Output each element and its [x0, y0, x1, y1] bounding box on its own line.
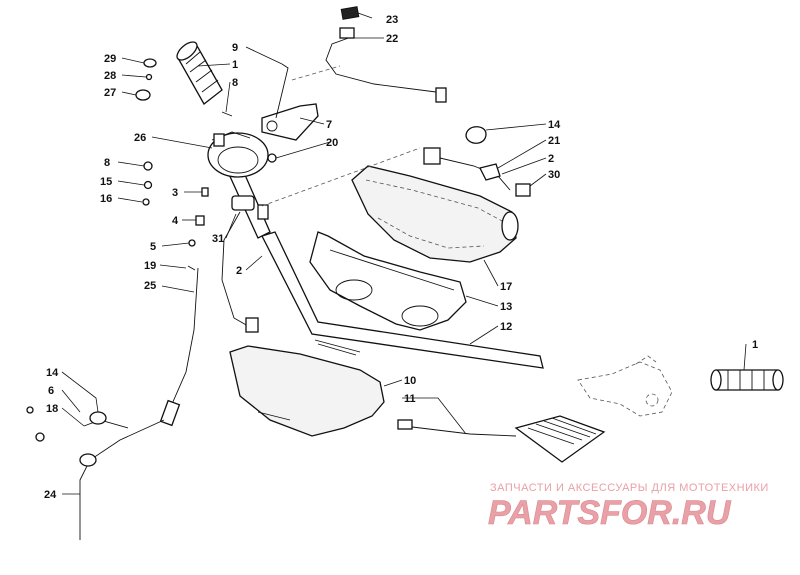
leader-lines: [61, 12, 747, 495]
callout-24: 24: [44, 489, 57, 501]
hand-warmer-shield: [229, 345, 385, 437]
callout-26: 26: [134, 132, 146, 144]
callout-labels: 23 22 9 1 8 29 28 27 26 7 20 8 15 16 3 4…: [44, 14, 758, 501]
clip-upper: [465, 126, 487, 144]
watermark-logo: PARTSFOR.RU: [488, 494, 732, 532]
small-hardware: [26, 58, 289, 442]
callout-10: 10: [404, 375, 416, 387]
callout-8-upper: 8: [232, 77, 238, 89]
handlebar-pad: [351, 165, 519, 263]
wire-harness: [291, 27, 447, 103]
watermark-logo-text: PARTSFOR.RU: [488, 494, 732, 532]
watermark-subtitle: ЗАПЧАСТИ И АКСЕССУАРЫ ДЛЯ МОТОТЕХНИКИ: [490, 482, 769, 494]
callout-20: 20: [326, 137, 338, 149]
throttle-lever: [261, 103, 319, 141]
callout-9: 9: [232, 42, 238, 54]
handlebar-cover: [309, 231, 467, 331]
right-switch-housing-phantom: [577, 355, 673, 417]
callout-23: 23: [386, 14, 398, 26]
callout-12: 12: [500, 321, 512, 333]
callout-1-right: 1: [752, 339, 758, 351]
left-grip: [176, 41, 223, 105]
riser-mount: [227, 167, 271, 239]
callout-21: 21: [548, 135, 560, 147]
callout-28: 28: [104, 70, 116, 82]
callout-27: 27: [104, 87, 116, 99]
callout-13: 13: [500, 301, 512, 313]
callout-3: 3: [172, 187, 178, 199]
callout-16: 16: [100, 193, 112, 205]
callout-14-upper: 14: [548, 119, 561, 131]
callout-17: 17: [500, 281, 512, 293]
plug-cap: [340, 6, 360, 20]
callout-22: 22: [386, 33, 398, 45]
callout-4: 4: [172, 215, 179, 227]
callout-30: 30: [548, 169, 560, 181]
callout-2-upper: 2: [548, 153, 554, 165]
handlebar: [261, 231, 544, 369]
callout-8-lower: 8: [104, 157, 110, 169]
callout-7: 7: [326, 119, 332, 131]
callout-5: 5: [150, 241, 156, 253]
throttle-cable: [79, 267, 199, 540]
callout-1-left: 1: [232, 59, 238, 71]
callout-31: 31: [212, 233, 224, 245]
callout-18: 18: [46, 403, 58, 415]
callout-15: 15: [100, 176, 112, 188]
callout-29: 29: [104, 53, 116, 65]
right-grip: [710, 369, 784, 391]
callout-2-lower: 2: [236, 265, 242, 277]
callout-25: 25: [144, 280, 156, 292]
heater-element: [397, 415, 606, 463]
connector-harness: [261, 147, 531, 207]
callout-14-lower: 14: [46, 367, 59, 379]
throttle-housing: [207, 131, 269, 178]
callout-19: 19: [144, 260, 156, 272]
callout-11: 11: [404, 393, 416, 405]
callout-6: 6: [48, 385, 54, 397]
